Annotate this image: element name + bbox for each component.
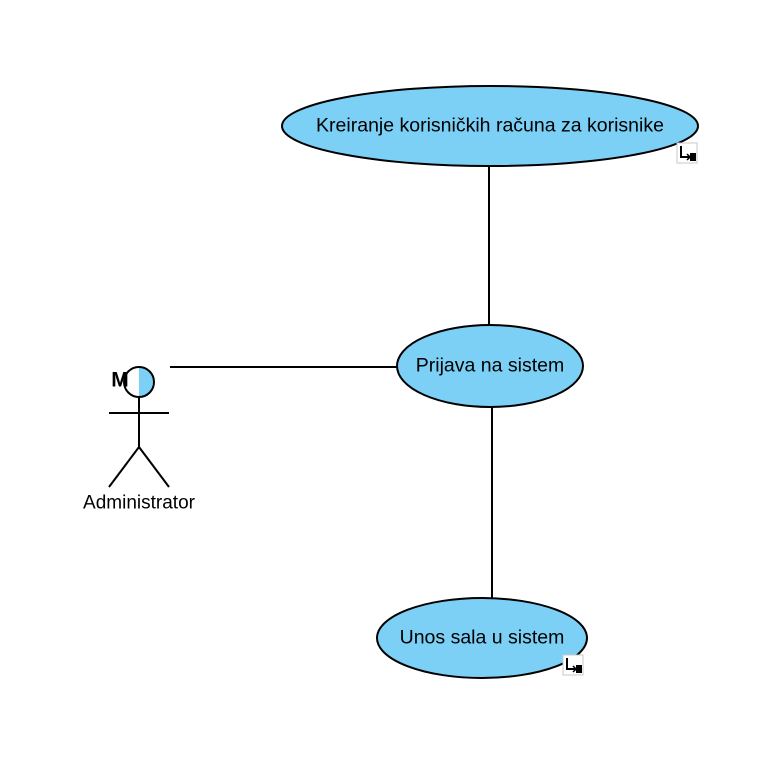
- actor-right-leg: [138, 446, 170, 488]
- subdiagram-icon-box: [690, 153, 696, 161]
- actor-stereotype-mark: M: [111, 368, 129, 392]
- subdiagram-icon-box: [576, 665, 582, 673]
- use-case-kreiranje-label: Kreiranje korisničkih računa za korisnik…: [316, 114, 664, 137]
- use-case-prijava-label: Prijava na sistem: [415, 354, 565, 377]
- use-case-kreiranje[interactable]: [281, 85, 699, 167]
- use-case-unos-label: Unos sala u sistem: [399, 626, 565, 649]
- subdiagram-icon-arrow: [680, 146, 689, 158]
- actor-administrator[interactable]: [108, 366, 170, 488]
- actor-left-leg: [108, 446, 140, 488]
- use-case-kreiranje-shape[interactable]: [281, 85, 699, 167]
- use-case-prijava[interactable]: [396, 324, 584, 408]
- subdiagram-icon-kreiranje[interactable]: [676, 142, 698, 164]
- subdiagram-icon-arrow: [566, 658, 575, 670]
- use-case-unos[interactable]: [376, 597, 588, 679]
- actor-head-half-fill: [139, 367, 154, 397]
- use-case-prijava-shape[interactable]: [396, 324, 584, 408]
- subdiagram-icon-unos[interactable]: [562, 654, 584, 676]
- actor-administrator-name: Administrator: [83, 492, 195, 514]
- use-case-unos-shape[interactable]: [376, 597, 588, 679]
